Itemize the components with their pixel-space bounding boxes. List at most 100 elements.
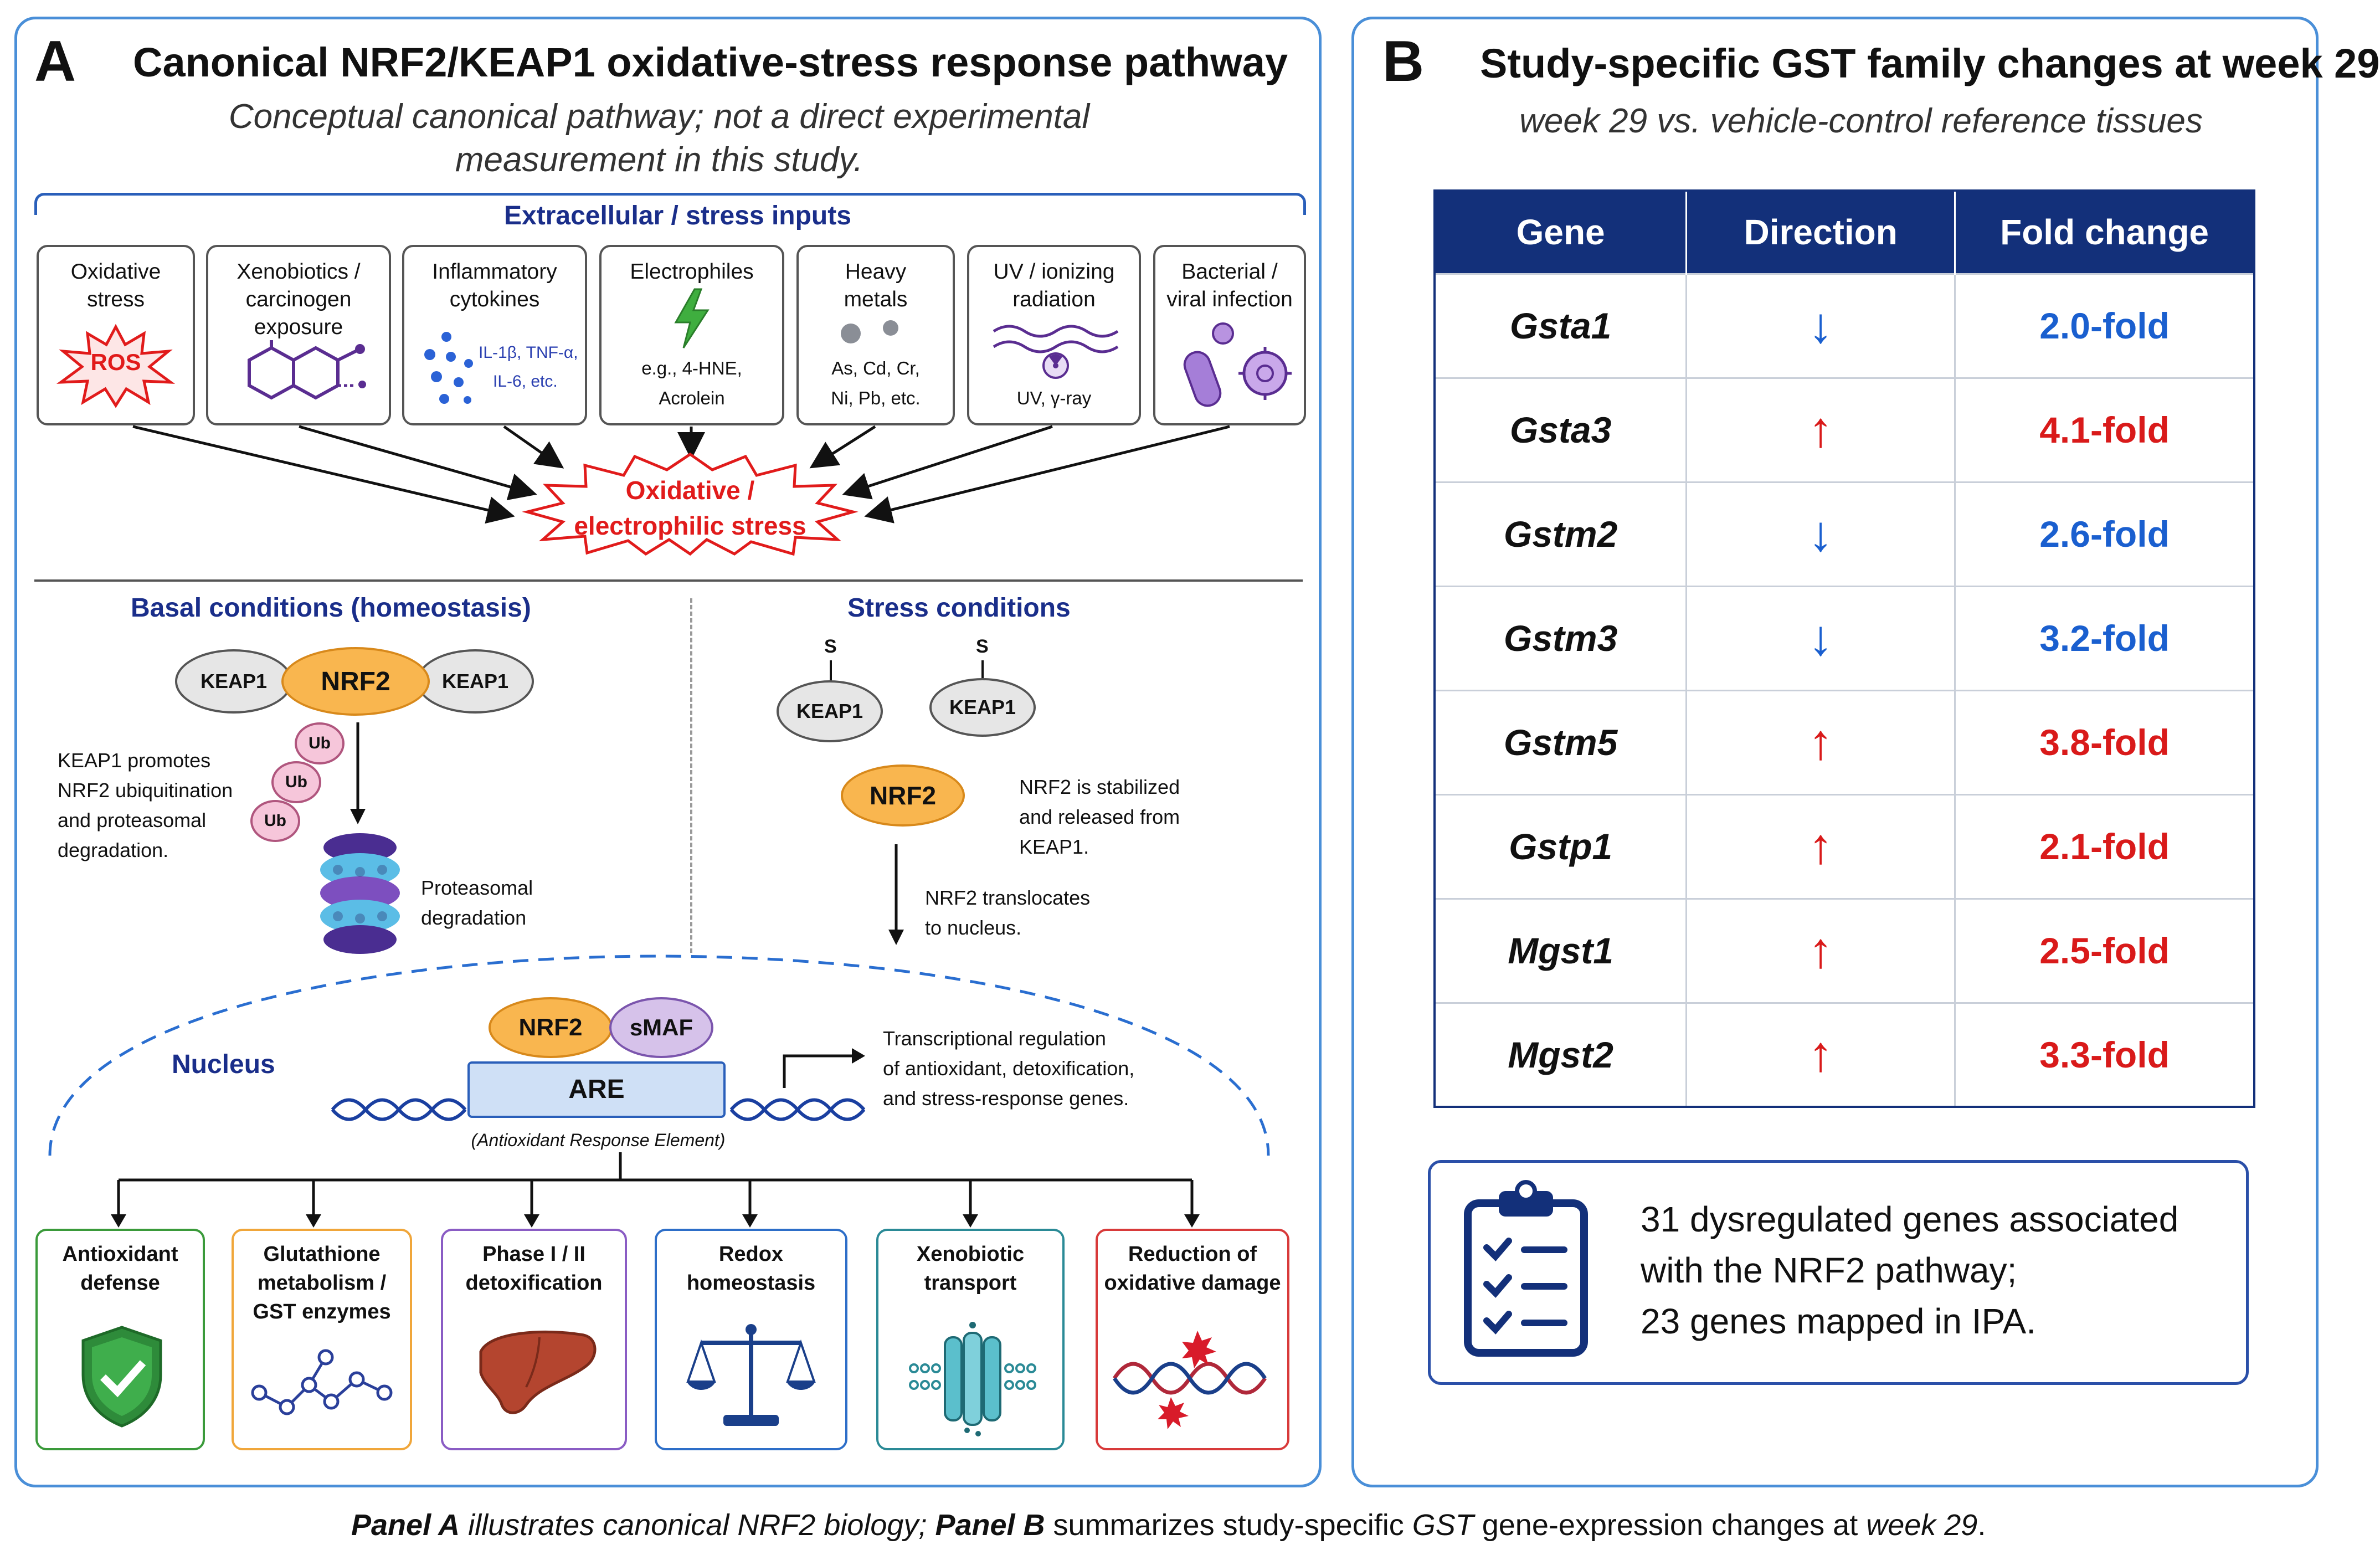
lightning-icon <box>674 288 710 348</box>
s-bond-1 <box>830 660 832 686</box>
panel-a-title: Canonical NRF2/KEAP1 oxidative-stress re… <box>133 39 1288 85</box>
nrf2-nucleus: NRF2 <box>489 997 613 1058</box>
arrow-up-icon: ↑ <box>1686 897 1956 1003</box>
input-label: Electrophiles <box>630 260 754 284</box>
caption-period: . <box>1977 1508 1986 1542</box>
caption-panel-a: Panel A <box>351 1508 460 1542</box>
gene-name-cell: Mgst2 <box>1435 1002 1688 1107</box>
fold-change-cell: 3.8-fold <box>1955 689 2254 794</box>
input-electrophiles: Electrophiles <box>599 245 784 425</box>
output-label-2: transport <box>924 1271 1017 1295</box>
stress-burst-line2: electrophilic stress <box>574 511 806 540</box>
header-fold-change: Fold change <box>1955 191 2254 274</box>
smaf-protein: sMAF <box>609 997 713 1058</box>
table-row: Gsta3↑4.1-fold <box>1435 377 2254 482</box>
molecule-chain-icon <box>251 1349 393 1415</box>
input-label: Bacterial / viral infection <box>1166 260 1293 311</box>
clipboard-checklist-icon <box>1464 1180 1588 1357</box>
panel-b-letter: B <box>1382 29 1425 94</box>
damaged-dna-icon <box>1113 1331 1267 1429</box>
proteasome-icon <box>320 833 400 954</box>
fold-change-cell: 3.2-fold <box>1955 585 2254 690</box>
inputs-heading: Extracellular / stress inputs <box>504 201 851 230</box>
gene-name-cell: Mgst1 <box>1435 897 1688 1003</box>
input-label: UV / ionizing radiation <box>993 260 1115 311</box>
translocation-arrow <box>888 844 904 945</box>
fold-change-cell: 2.6-fold <box>1955 481 2254 586</box>
cytokine-note-2: IL-6, etc. <box>493 372 558 391</box>
virus-bacteria-icon <box>1183 322 1292 407</box>
input-label: Heavy metals <box>844 260 908 311</box>
input-label: Inflammatory cytokines <box>432 260 557 311</box>
regulation-note-2: of antioxidant, detoxification, <box>883 1057 1135 1080</box>
ros-badge-text: ROS <box>90 349 141 375</box>
basal-heading: Basal conditions (homeostasis) <box>131 593 531 623</box>
arrow-down-icon: ↓ <box>1686 585 1956 690</box>
output-label-1: Phase I / II <box>482 1243 585 1266</box>
arrow-up-icon: ↑ <box>1686 377 1956 482</box>
balance-scale-icon <box>686 1324 816 1426</box>
input-label: Oxidative stress <box>70 260 161 311</box>
caption-text-end: gene-expression changes at <box>1473 1508 1867 1542</box>
ub-tag-2: Ub <box>271 761 321 803</box>
metals-note-1: As, Cd, Cr, <box>831 358 920 378</box>
proteasome-label-2: degradation <box>421 906 527 929</box>
basal-note-4: degradation. <box>58 839 169 861</box>
panel-b-title: Study-specific GST family changes at wee… <box>1480 40 2380 86</box>
arrow-down-icon: ↓ <box>1686 273 1956 378</box>
nrf2-basal: NRF2 <box>281 647 430 716</box>
gene-name-cell: Gsta1 <box>1435 273 1688 378</box>
electrophiles-note-2: Acrolein <box>659 388 725 408</box>
summary-line-3: 23 genes mapped in IPA. <box>1641 1301 2036 1341</box>
nrf2-stress: NRF2 <box>841 764 965 827</box>
basal-note-1: KEAP1 promotes <box>58 749 211 772</box>
output-label-2: homeostasis <box>686 1271 816 1295</box>
s-label-1: S <box>824 636 837 657</box>
output-oxidative-damage: Reduction of oxidative damage <box>1096 1229 1289 1450</box>
stress-note-3: KEAP1. <box>1019 835 1089 858</box>
input-inflammatory-cytokines: Inflammatory cytokines <box>402 245 587 425</box>
output-label-1: Glutathione <box>263 1243 381 1266</box>
transporter-icon <box>909 1322 1036 1436</box>
table-row: Gstm3↓3.2-fold <box>1435 585 2254 690</box>
keap1-left: KEAP1 <box>175 649 292 714</box>
gene-name-cell: Gsta3 <box>1435 377 1688 482</box>
gene-name-cell: Gstm3 <box>1435 585 1688 690</box>
s-bond-2 <box>981 660 984 682</box>
caption-text-b: summarizes study-specific <box>1045 1508 1412 1542</box>
fold-change-cell: 2.0-fold <box>1955 273 2254 378</box>
keap1-right: KEAP1 <box>417 649 534 714</box>
input-heavy-metals: Heavy metals <box>796 245 955 425</box>
output-glutathione: Glutathione metabolism / GST enzymes <box>232 1229 412 1450</box>
basal-arrow <box>350 722 366 824</box>
gene-name-cell: Gstm2 <box>1435 481 1688 586</box>
output-label-3: GST enzymes <box>253 1300 391 1323</box>
output-connectors <box>111 1152 1200 1228</box>
arrow-up-icon: ↑ <box>1686 1002 1956 1107</box>
cytokine-dots-icon <box>424 332 473 404</box>
caption-gst: GST <box>1412 1508 1474 1542</box>
translocation-note-2: to nucleus. <box>925 916 1022 939</box>
table-row: Gstm5↑3.8-fold <box>1435 689 2254 794</box>
horizontal-divider <box>34 579 1303 582</box>
stress-burst-line1: Oxidative / <box>625 476 755 505</box>
radiation-waves-icon <box>993 325 1119 379</box>
s-label-2: S <box>976 636 989 657</box>
output-label-2: metabolism / <box>257 1271 387 1295</box>
ros-burst-icon <box>56 324 176 408</box>
regulation-note-3: and stress-response genes. <box>883 1087 1129 1110</box>
panel-a-subtitle-1: Conceptual canonical pathway; not a dire… <box>228 97 1090 136</box>
vertical-divider <box>690 598 692 953</box>
caption-week: week 29 <box>1866 1508 1978 1542</box>
fold-change-cell: 4.1-fold <box>1955 377 2254 482</box>
are-box: ARE <box>467 1061 726 1118</box>
liver-icon <box>479 1330 597 1414</box>
table-row: Gsta1↓2.0-fold <box>1435 273 2254 378</box>
stress-burst-shape <box>522 452 859 556</box>
figure-caption: Panel A illustrates canonical NRF2 biolo… <box>351 1508 1986 1542</box>
keap1-stress-1: KEAP1 <box>777 680 883 742</box>
table-row: Mgst2↑3.3-fold <box>1435 1002 2254 1107</box>
panel-a-letter: A <box>34 29 76 94</box>
panel-b-subtitle: week 29 vs. vehicle-control reference ti… <box>1519 102 2203 140</box>
output-label-1: Xenobiotic <box>916 1243 1025 1266</box>
